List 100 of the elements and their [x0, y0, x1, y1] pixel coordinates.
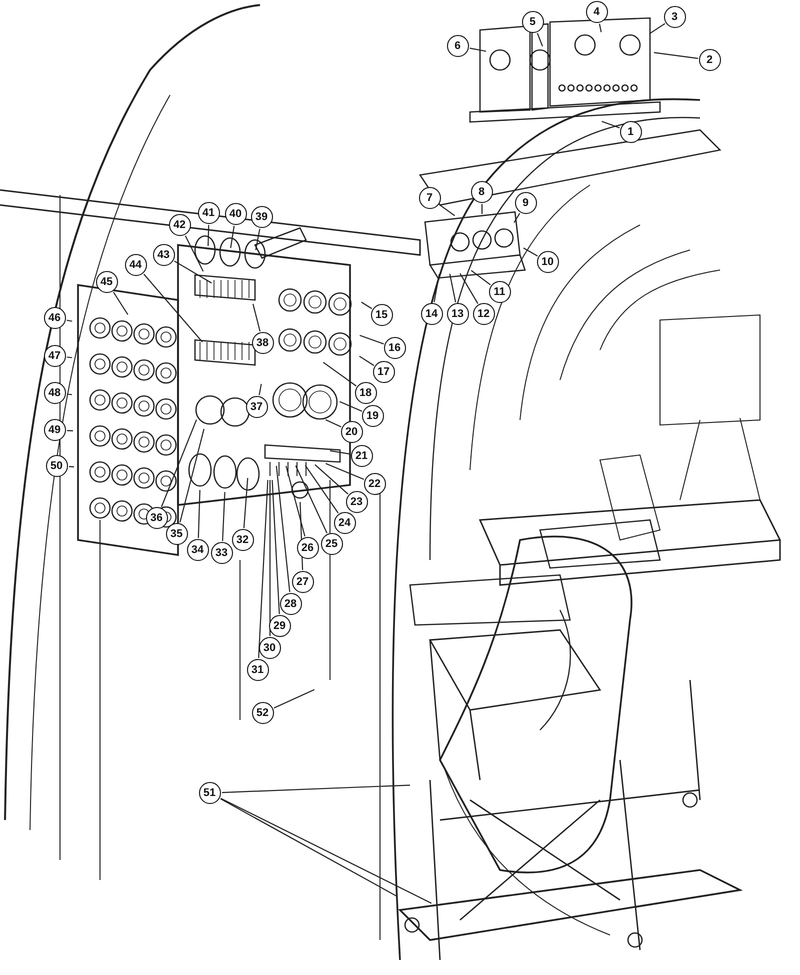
- leader-line: [286, 466, 306, 537]
- leader-line: [252, 304, 261, 332]
- leader-line: [66, 394, 72, 396]
- leader-line: [460, 273, 478, 304]
- callout-number: 25: [320, 532, 342, 554]
- leader-line: [361, 302, 372, 310]
- callout-number: 37: [246, 396, 268, 418]
- callout-number: 22: [364, 472, 386, 494]
- leader-line: [113, 292, 128, 315]
- callout-number: 39: [250, 206, 272, 228]
- callout-number: 30: [258, 636, 280, 658]
- leader-line: [654, 52, 698, 59]
- leader-line: [220, 798, 397, 897]
- leader-line: [243, 478, 248, 528]
- callout-number: 38: [252, 332, 274, 354]
- callout-number: 36: [146, 506, 168, 528]
- leader-line: [222, 492, 226, 542]
- leader-line: [325, 463, 364, 480]
- leader-line: [300, 502, 304, 570]
- leader-line: [255, 228, 260, 250]
- callout-number: 1: [620, 120, 642, 142]
- callout-number: 47: [44, 344, 66, 366]
- callout-number: 50: [46, 454, 68, 476]
- leader-line: [276, 466, 290, 592]
- leader-line: [481, 204, 483, 214]
- leader-line: [220, 798, 432, 904]
- leader-line: [143, 274, 203, 342]
- callout-number: 14: [420, 302, 442, 324]
- callout-number: 46: [44, 306, 66, 328]
- callout-number: 5: [522, 10, 544, 32]
- leader-line: [66, 356, 72, 358]
- callout-number: 49: [44, 418, 66, 440]
- leader-line: [272, 480, 280, 614]
- leader-line: [523, 248, 538, 257]
- leader-line: [536, 32, 544, 46]
- leader-line: [222, 784, 410, 794]
- leader-line: [230, 226, 235, 248]
- leader-line: [360, 334, 384, 344]
- leader-line: [68, 466, 74, 468]
- callout-number: 44: [124, 254, 146, 276]
- callout-number: 33: [210, 542, 232, 564]
- leader-line: [330, 450, 350, 455]
- callout-number: 43: [152, 244, 174, 266]
- callout-number: 31: [246, 658, 268, 680]
- callout-number: 8: [470, 180, 492, 202]
- callout-number: 35: [166, 522, 188, 544]
- leader-line: [66, 320, 72, 322]
- leader-line: [258, 384, 262, 396]
- leader-line: [649, 23, 666, 34]
- callout-number: 45: [96, 270, 118, 292]
- callout-number: 29: [268, 614, 290, 636]
- leader-line: [174, 260, 212, 284]
- callout-number: 21: [350, 444, 372, 466]
- leader-line: [325, 419, 342, 428]
- leader-line: [359, 356, 374, 366]
- callout-number: 26: [296, 536, 318, 558]
- leader-line: [295, 465, 328, 534]
- callout-number: 20: [340, 420, 362, 442]
- callout-number: 40: [224, 202, 246, 224]
- callout-number: 9: [514, 192, 536, 214]
- callout-number: 10: [536, 250, 558, 272]
- callout-number: 13: [446, 302, 468, 324]
- leader-line: [470, 48, 486, 52]
- leader-line: [269, 480, 271, 636]
- leader-line: [304, 464, 339, 514]
- leader-line: [449, 274, 456, 302]
- leader-line: [514, 212, 520, 223]
- leader-line: [184, 235, 204, 272]
- callout-number: 6: [446, 34, 468, 56]
- callout-number: 32: [232, 528, 254, 550]
- callout-number: 42: [168, 214, 190, 236]
- leader-line: [434, 274, 440, 302]
- leader-line: [66, 430, 74, 432]
- callout-number: 34: [186, 538, 208, 560]
- callout-number: 19: [362, 404, 384, 426]
- callout-number: 3: [664, 6, 686, 28]
- callout-number: 27: [292, 570, 314, 592]
- leader-line: [198, 490, 200, 538]
- leader-line: [160, 420, 198, 508]
- leader-line: [602, 120, 620, 128]
- callout-number: 17: [372, 360, 394, 382]
- callout-number: 7: [418, 186, 440, 208]
- callout-number: 2: [698, 48, 720, 70]
- callout-number: 52: [252, 702, 274, 724]
- callout-number: 23: [346, 490, 368, 512]
- leader-line: [322, 362, 357, 386]
- leader-line: [439, 204, 456, 216]
- callout-number: 4: [586, 0, 608, 22]
- leader-line: [470, 270, 491, 286]
- callout-number: 18: [354, 382, 376, 404]
- leader-line: [339, 401, 362, 412]
- callout-number: 11: [488, 280, 510, 302]
- callout-number: 41: [198, 202, 220, 224]
- leader-line: [258, 480, 268, 658]
- callout-number: 51: [198, 782, 220, 804]
- callout-number: 24: [334, 512, 356, 534]
- leader-line: [598, 24, 602, 32]
- leader-line: [314, 464, 348, 494]
- callout-number: 16: [384, 336, 406, 358]
- callout-number: 28: [280, 592, 302, 614]
